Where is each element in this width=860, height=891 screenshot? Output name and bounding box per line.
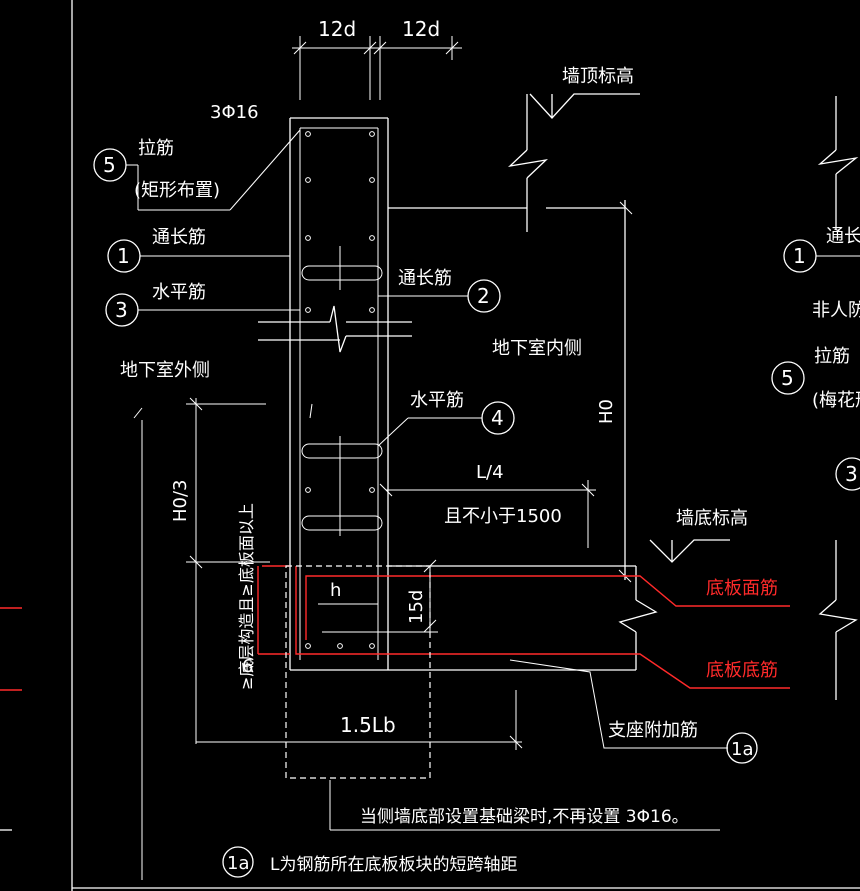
marker-5: 5: [103, 153, 116, 177]
marker-1: 1: [117, 244, 130, 268]
right-partial-view: 1 通长筋 非人防侧 5 拉筋 (梅花形 3: [771, 96, 860, 700]
l4-label: L/4: [476, 462, 504, 483]
marker-3: 3: [115, 298, 128, 322]
footnote-text: L为钢筋所在底板板块的短跨轴距: [270, 855, 517, 875]
h-label: h: [330, 580, 341, 601]
dim-12d-left: 12d: [318, 17, 356, 41]
marker-5-group: 5 拉筋 (矩形布置): [93, 129, 301, 211]
slab-section: 底板面筋 底板底筋 h 15d: [257, 559, 790, 779]
note-group: 当侧墙底部设置基础梁时,不再设置 3Φ16。: [329, 780, 720, 831]
l15b-dimension: 1.5Lb: [196, 690, 523, 750]
right-plum-label: (梅花形: [812, 390, 860, 411]
footnote-group: 1a L为钢筋所在底板板块的短跨轴距: [222, 846, 517, 878]
marker-2: 2: [477, 284, 490, 308]
marker-1a-footnote: 1a: [227, 853, 249, 874]
support-extra-bar-label: 支座附加筋: [608, 720, 698, 741]
slab-top-bar-label: 底板面筋: [706, 578, 778, 599]
through-bar-1-label: 通长筋: [152, 227, 206, 248]
horizontal-bar-3-label: 水平筋: [152, 282, 206, 303]
right-tie-bar-label: 拉筋: [814, 346, 850, 367]
marker-2-group: 2 通长筋: [378, 268, 501, 313]
right-marker-3: 3: [845, 462, 858, 486]
wall-top-right: [388, 94, 633, 583]
marker-4: 4: [491, 406, 504, 430]
d15-label: 15d: [406, 590, 427, 624]
h0-label: H0: [596, 399, 617, 424]
marker-1-group: 1 通长筋: [107, 227, 290, 273]
marker-3-group: 3 水平筋: [105, 282, 300, 327]
dim-12d-group: 12d 12d: [292, 17, 462, 100]
suffix-6: 6: [242, 656, 253, 677]
dim-12d-right: 12d: [402, 17, 440, 41]
right-through-bar-label: 通长筋: [826, 226, 860, 247]
wall-bottom-elevation-mark: 墙底标高: [649, 508, 748, 563]
wall-section: [258, 117, 412, 670]
through-bar-2-label: 通长筋: [398, 268, 452, 289]
l15b-label: 1.5Lb: [340, 713, 396, 737]
h0-3-dimension: H0/3: [133, 397, 270, 880]
horizontal-bar-4-label: 水平筋: [410, 390, 464, 411]
h0-3-label: H0/3: [170, 479, 191, 522]
wall-top-elevation-mark: 墙顶标高: [529, 66, 640, 119]
not-less-1500-label: 且不小于1500: [444, 506, 562, 527]
wall-bottom-elevation-label: 墙底标高: [676, 508, 748, 529]
marker-1a-support: 1a: [731, 739, 753, 760]
right-marker-5: 5: [781, 366, 794, 390]
marker-4-group: 4 水平筋: [377, 390, 515, 447]
note-line: 当侧墙底部设置基础梁时,不再设置 3Φ16。: [360, 807, 689, 827]
l4-dimension: L/4 且不小于1500: [379, 462, 596, 548]
wall-top-elevation-label: 墙顶标高: [562, 66, 634, 87]
rect-layout-label: (矩形布置): [134, 180, 220, 201]
vertical-note: ≥底层构造且≥底板面以上: [237, 503, 256, 690]
basement-outer-label: 地下室外侧: [120, 360, 210, 381]
marker-1a-support-group: 1a 支座附加筋: [509, 659, 758, 764]
slab-bottom-bar-label: 底板底筋: [706, 660, 778, 681]
right-marker-1: 1: [793, 244, 806, 268]
basement-inner-label: 地下室内侧: [492, 338, 582, 359]
bars-3phi16-label: 3Φ16: [210, 102, 259, 123]
tie-bar-label: 拉筋: [138, 138, 174, 159]
right-non-civil-label: 非人防侧: [812, 300, 860, 321]
